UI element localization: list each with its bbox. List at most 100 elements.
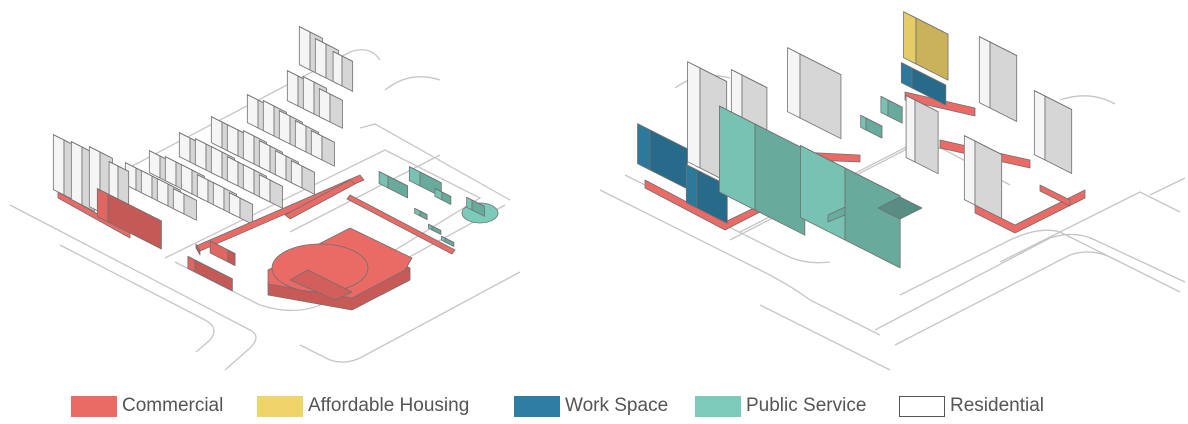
commercial-strip-east — [346, 194, 456, 255]
road-edge — [874, 233, 1186, 331]
legend-label-public-service: Public Service — [746, 395, 867, 416]
residential-block-20-top-face — [210, 146, 235, 159]
residential-block-2-side-face — [314, 38, 327, 79]
residential-block-33 — [172, 188, 197, 221]
residential-block-23-front-face — [269, 179, 283, 209]
residential-block-15-top-face — [258, 140, 283, 153]
residential-block-6 — [318, 88, 343, 129]
residential-block-33-front-face — [183, 193, 197, 221]
public-service-kiosk-3-top-face — [441, 235, 455, 243]
road-edge — [894, 251, 1181, 346]
residential-block-11-top-face — [310, 130, 335, 143]
road-edge — [599, 189, 881, 336]
commercial-l-wing-top-face — [209, 240, 236, 255]
residential-block-3 — [332, 51, 354, 92]
work-space-block-west-front-face — [649, 129, 688, 190]
road-edge — [384, 76, 441, 91]
commercial-block-west-top-face — [96, 188, 162, 222]
residential-block-11 — [310, 130, 335, 167]
residential-block-1-top-face — [298, 26, 323, 39]
commercial-strip-north-end — [195, 243, 201, 256]
legend: Commercial Affordable Housing Work Space… — [0, 389, 1188, 423]
public-service-link-2 — [880, 96, 903, 124]
residential-block-3-front-face — [341, 55, 354, 92]
public-service-link-1-front-face — [865, 117, 883, 139]
residential-tower-r5 — [978, 36, 1018, 122]
residential-tower-1-side-face — [52, 134, 65, 196]
residential-tower-4-top-face — [108, 161, 130, 172]
residential-tower-r7 — [1033, 90, 1073, 174]
residential-block-22-top-face — [242, 164, 267, 177]
affordable-housing-tower-top-face — [903, 11, 949, 35]
commercial-block-west — [96, 188, 162, 250]
road-edge — [999, 191, 1181, 263]
legend-label-residential: Residential — [950, 395, 1044, 416]
commercial-plaza-wedge — [289, 269, 353, 301]
affordable-housing-tower-side-face — [903, 11, 917, 65]
road-edge — [359, 123, 511, 201]
commercial-l-block-top-face — [187, 255, 233, 280]
existing-site-axonometric — [52, 26, 499, 311]
residential-block-29-top-face — [228, 192, 253, 205]
road-edge — [1149, 177, 1186, 196]
legend-label-work-space: Work Space — [565, 395, 669, 416]
residential-tower-r5-top-face — [978, 36, 1018, 56]
residential-block-17 — [290, 160, 315, 195]
residential-block-33-side-face — [172, 188, 185, 215]
residential-block-33-top-face — [172, 188, 197, 201]
legend-item-affordable-housing: Affordable Housing — [257, 389, 469, 423]
residential-tower-r7-side-face — [1033, 90, 1046, 161]
residential-block-4-side-face — [286, 70, 299, 107]
proposed-site-axonometric — [637, 11, 1086, 269]
residential-block-29 — [228, 192, 253, 225]
public-service-block-2-top-face — [408, 166, 442, 184]
commercial-l-wing-front-face — [227, 249, 236, 267]
road-edge — [289, 154, 441, 233]
residential-swatch — [899, 395, 945, 417]
road-edge — [1059, 95, 1116, 105]
legend-label-affordable-housing: Affordable Housing — [308, 395, 470, 416]
work-space-block-north — [900, 62, 947, 106]
residential-tower-r2-top-face — [730, 69, 768, 88]
residential-tower-3-top-face — [88, 146, 113, 159]
residential-tower-r3-side-face — [787, 47, 801, 119]
residential-tower-r1-top-face — [687, 61, 728, 82]
work-space-block-north-top-face — [900, 62, 947, 86]
public-service-pavilion-core-top-face — [466, 196, 485, 207]
residential-block-23 — [258, 174, 283, 209]
residential-tower-r4-front-face — [914, 99, 939, 175]
residential-block-2-top-face — [314, 38, 339, 51]
residential-tower-r4 — [905, 95, 939, 175]
road-edge — [59, 244, 215, 353]
residential-block-10-top-face — [294, 120, 319, 133]
road-edge — [624, 174, 831, 264]
work-space-block-west — [637, 123, 688, 190]
residential-tower-r3-front-face — [799, 53, 842, 140]
affordable-housing-swatch — [257, 395, 303, 417]
public-service-kiosk-1-front-face — [419, 210, 428, 221]
residential-tower-r6-top-face — [963, 135, 1003, 155]
public-service-kiosk-2-top-face — [428, 223, 442, 231]
public-service-courtyard-block-top-face — [800, 145, 901, 197]
residential-block-8-top-face — [262, 100, 287, 113]
site-axonometric-diagrams — [9, 11, 1186, 371]
legend-item-commercial: Commercial — [71, 389, 223, 423]
residential-block-5-top-face — [302, 76, 327, 89]
residential-block-14-top-face — [242, 130, 267, 143]
residential-block-26-top-face — [180, 164, 205, 177]
public-service-kiosk-3 — [441, 235, 455, 247]
residential-block-6-top-face — [318, 88, 343, 101]
affordable-housing-tower-front-face — [915, 17, 949, 81]
residential-block-3-side-face — [332, 51, 343, 87]
public-service-link-1 — [860, 114, 883, 139]
residential-block-23-top-face — [258, 174, 283, 187]
residential-tower-2-side-face — [70, 141, 83, 206]
work-space-block-north-side-face — [900, 62, 913, 89]
commercial-l-block — [187, 255, 233, 292]
public-service-pavilion-core — [466, 196, 485, 217]
affordable-housing-tower — [903, 11, 949, 81]
legend-label-commercial: Commercial — [122, 395, 224, 416]
residential-block-9-top-face — [278, 110, 303, 123]
commercial-podium-east — [974, 189, 1086, 234]
work-space-block-west-side-face — [637, 123, 651, 171]
